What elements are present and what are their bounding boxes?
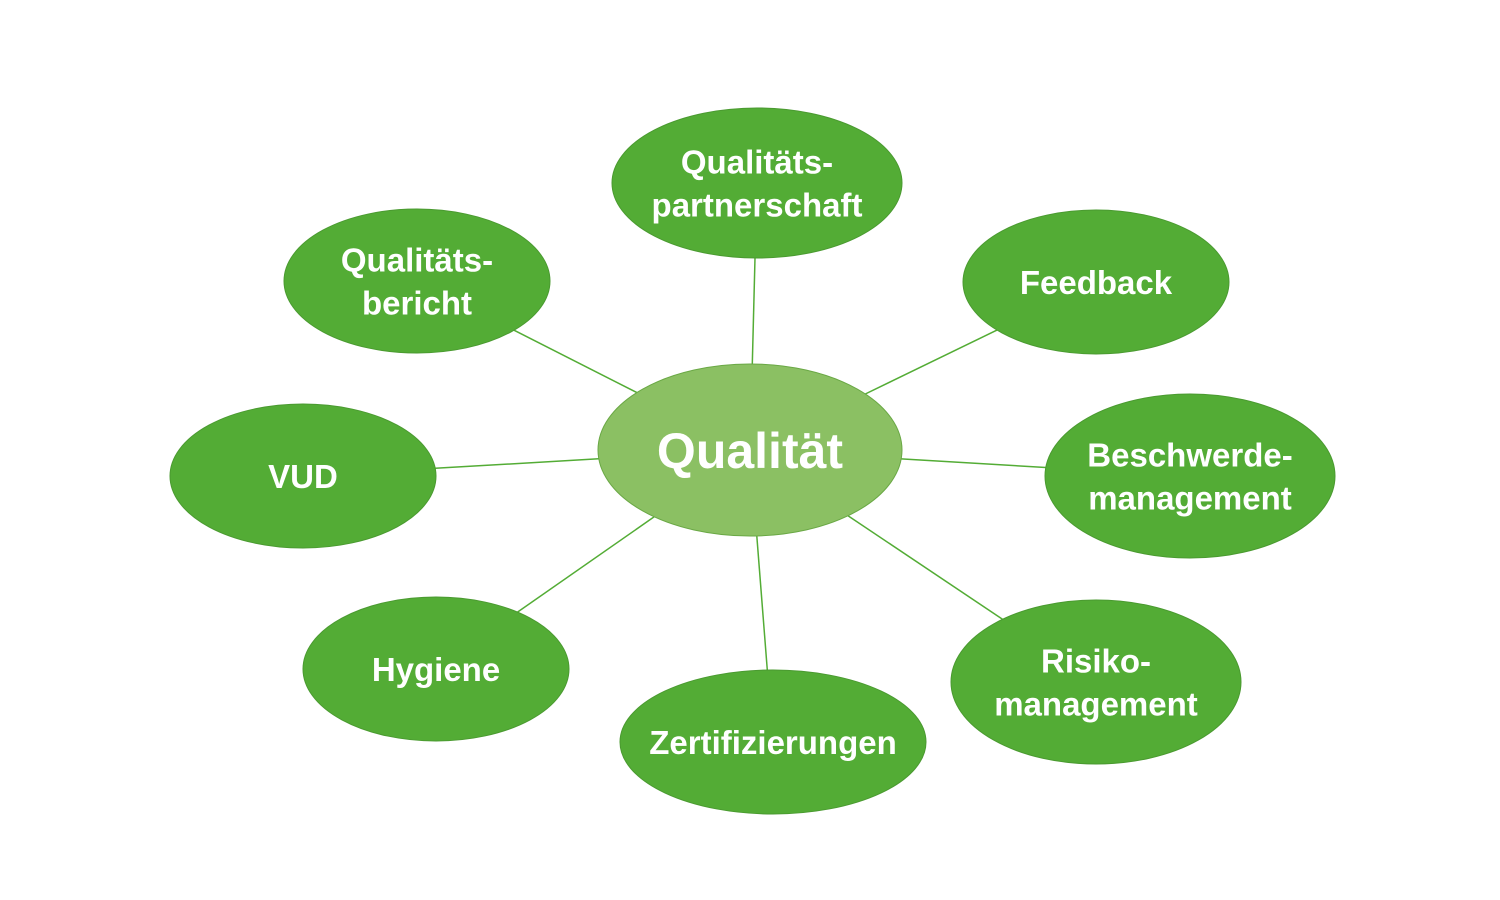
- node-label-qualitaetspartnerschaft-line-2: partnerschaft: [652, 186, 863, 223]
- connector-qualitaetspartnerschaft: [751, 257, 756, 365]
- connector-hygiene: [517, 516, 655, 613]
- connector-beschwerdemanagement: [901, 458, 1046, 469]
- node-label-hygiene-line-1: Hygiene: [372, 651, 500, 688]
- node-shape-risikomanagement: [950, 599, 1242, 765]
- node-label-beschwerdemanagement-line-2: management: [1088, 479, 1292, 516]
- node-feedback: Feedback: [962, 209, 1230, 355]
- connector-vud: [435, 458, 599, 470]
- node-risikomanagement: Risiko-management: [950, 599, 1242, 765]
- node-zertifizierungen: Zertifizierungen: [619, 669, 927, 815]
- node-label-qualitaetsbericht-line-1: Qualitäts-: [341, 241, 493, 278]
- center-node: Qualität: [597, 363, 903, 537]
- node-label-risikomanagement-line-1: Risiko-: [1041, 642, 1151, 679]
- node-label-risikomanagement-line-2: management: [994, 685, 1198, 722]
- node-label-vud-line-1: VUD: [268, 458, 338, 495]
- node-label-qualitaetsbericht-line-2: bericht: [362, 284, 472, 321]
- node-label-zertifizierungen-line-1: Zertifizierungen: [649, 724, 897, 761]
- node-shape-vud: [169, 403, 437, 549]
- connectors: [435, 257, 1046, 671]
- center-node-shape: [597, 363, 903, 537]
- node-label-qualitaetspartnerschaft-line-1: Qualitäts-: [681, 143, 833, 180]
- node-qualitaetspartnerschaft: Qualitäts-partnerschaft: [611, 107, 903, 259]
- node-shape-feedback: [962, 209, 1230, 355]
- nodes: Qualitäts-partnerschaftFeedbackBeschwerd…: [169, 107, 1336, 815]
- node-beschwerdemanagement: Beschwerde-management: [1044, 393, 1336, 559]
- connector-zertifizierungen: [756, 535, 769, 671]
- connector-feedback: [864, 329, 998, 395]
- connector-qualitaetsbericht: [513, 329, 638, 394]
- node-shape-zertifizierungen: [619, 669, 927, 815]
- node-shape-hygiene: [302, 596, 570, 742]
- node-label-beschwerdemanagement-line-1: Beschwerde-: [1087, 436, 1292, 473]
- center-node-label: Qualität: [657, 423, 843, 479]
- node-label-feedback-line-1: Feedback: [1020, 264, 1173, 301]
- node-qualitaetsbericht: Qualitäts-bericht: [283, 208, 551, 354]
- connector-risikomanagement: [847, 515, 1003, 620]
- node-vud: VUD: [169, 403, 437, 549]
- node-shape-qualitaetsbericht: [283, 208, 551, 354]
- node-shape-beschwerdemanagement: [1044, 393, 1336, 559]
- node-hygiene: Hygiene: [302, 596, 570, 742]
- node-shape-qualitaetspartnerschaft: [611, 107, 903, 259]
